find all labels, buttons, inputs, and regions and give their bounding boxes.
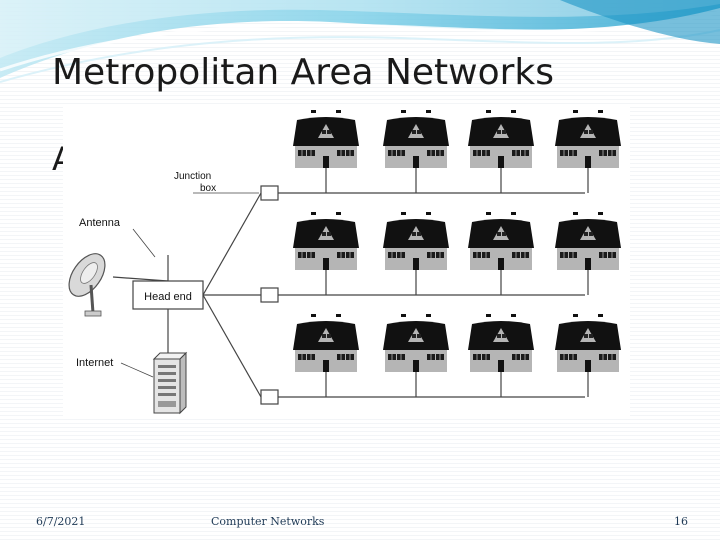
house-icon [468, 212, 534, 270]
cable-line [202, 294, 262, 398]
house-icon [383, 314, 449, 372]
footer-course: Computer Networks [211, 515, 325, 528]
house-icon [468, 110, 534, 168]
head-end-label: Head end [144, 291, 192, 303]
footer-page-number: 16 [674, 515, 688, 528]
antenna-icon [68, 253, 106, 317]
label-pointer [120, 362, 154, 378]
house-icon [468, 314, 534, 372]
house-icon [555, 110, 621, 168]
cable-lines [112, 168, 589, 398]
house-icon [293, 110, 359, 168]
cable-line [112, 276, 169, 282]
junction-box [260, 389, 279, 405]
house-icon [383, 212, 449, 270]
head-end-box [132, 280, 204, 310]
internet-label: Internet [76, 357, 113, 369]
antenna-label: Antenna [79, 217, 121, 229]
house-icon [383, 110, 449, 168]
label-pointer [132, 228, 156, 258]
junction-box [260, 287, 279, 303]
internet-server-icon [152, 351, 188, 415]
house-grid [293, 110, 621, 372]
house-icon [293, 212, 359, 270]
junction-box-label: Junction box [174, 171, 216, 194]
house-icon [555, 314, 621, 372]
slide-title: Metropolitan Area Networks [52, 52, 555, 93]
cable-line [202, 192, 262, 296]
header-banner [0, 0, 720, 83]
footer-date: 6/7/2021 [36, 515, 86, 528]
cable-network-diagram: Head end Junction box Antenna Internet [63, 105, 630, 416]
house-icon [293, 314, 359, 372]
junction-box [260, 185, 279, 201]
house-icon [555, 212, 621, 270]
